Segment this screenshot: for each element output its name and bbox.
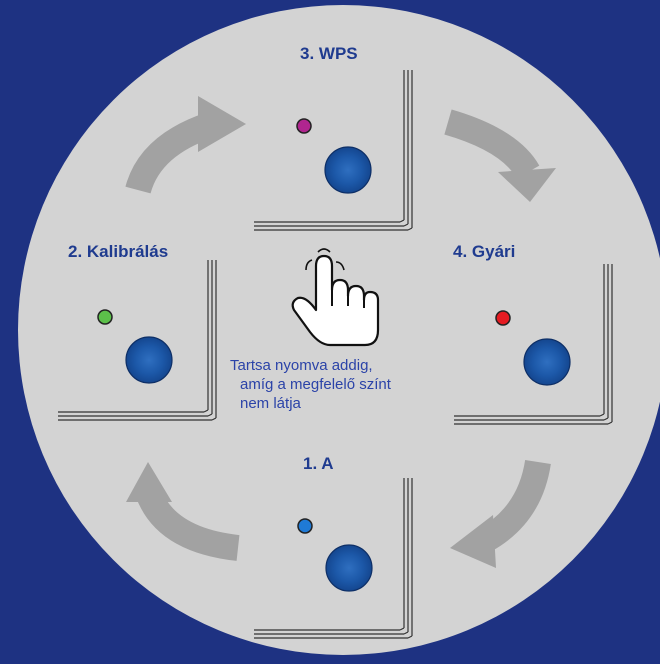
instruction-text: Tartsa nyomva addig, amíg a megfelelő sz… xyxy=(230,356,420,413)
curved-arrow-icon xyxy=(444,109,556,202)
instruction-line-1: Tartsa nyomva addig, xyxy=(230,357,373,374)
mode-label-a: 1. A xyxy=(303,454,334,473)
button-icon[interactable] xyxy=(125,336,173,384)
mode-label-gyari: 4. Gyári xyxy=(453,242,516,261)
device-a xyxy=(253,477,413,639)
led-icon xyxy=(97,309,113,325)
instruction-line-2: amíg a megfelelő színt xyxy=(240,376,391,393)
device-gyari xyxy=(453,263,613,425)
led-icon xyxy=(495,310,511,326)
device-wps xyxy=(253,69,413,231)
device-kalibralas xyxy=(57,259,217,421)
curved-arrow-icon xyxy=(125,96,246,194)
button-icon[interactable] xyxy=(324,146,372,194)
curved-arrow-icon xyxy=(450,459,551,568)
button-icon[interactable] xyxy=(523,338,571,386)
button-icon[interactable] xyxy=(325,544,373,592)
curved-arrow-icon xyxy=(126,462,240,561)
pointing-hand-icon xyxy=(291,248,380,347)
led-icon xyxy=(296,118,312,134)
instruction-line-3: nem látja xyxy=(240,395,301,412)
mode-label-wps: 3. WPS xyxy=(300,44,358,63)
led-icon xyxy=(297,518,313,534)
mode-label-kalibralas: 2. Kalibrálás xyxy=(68,242,169,261)
